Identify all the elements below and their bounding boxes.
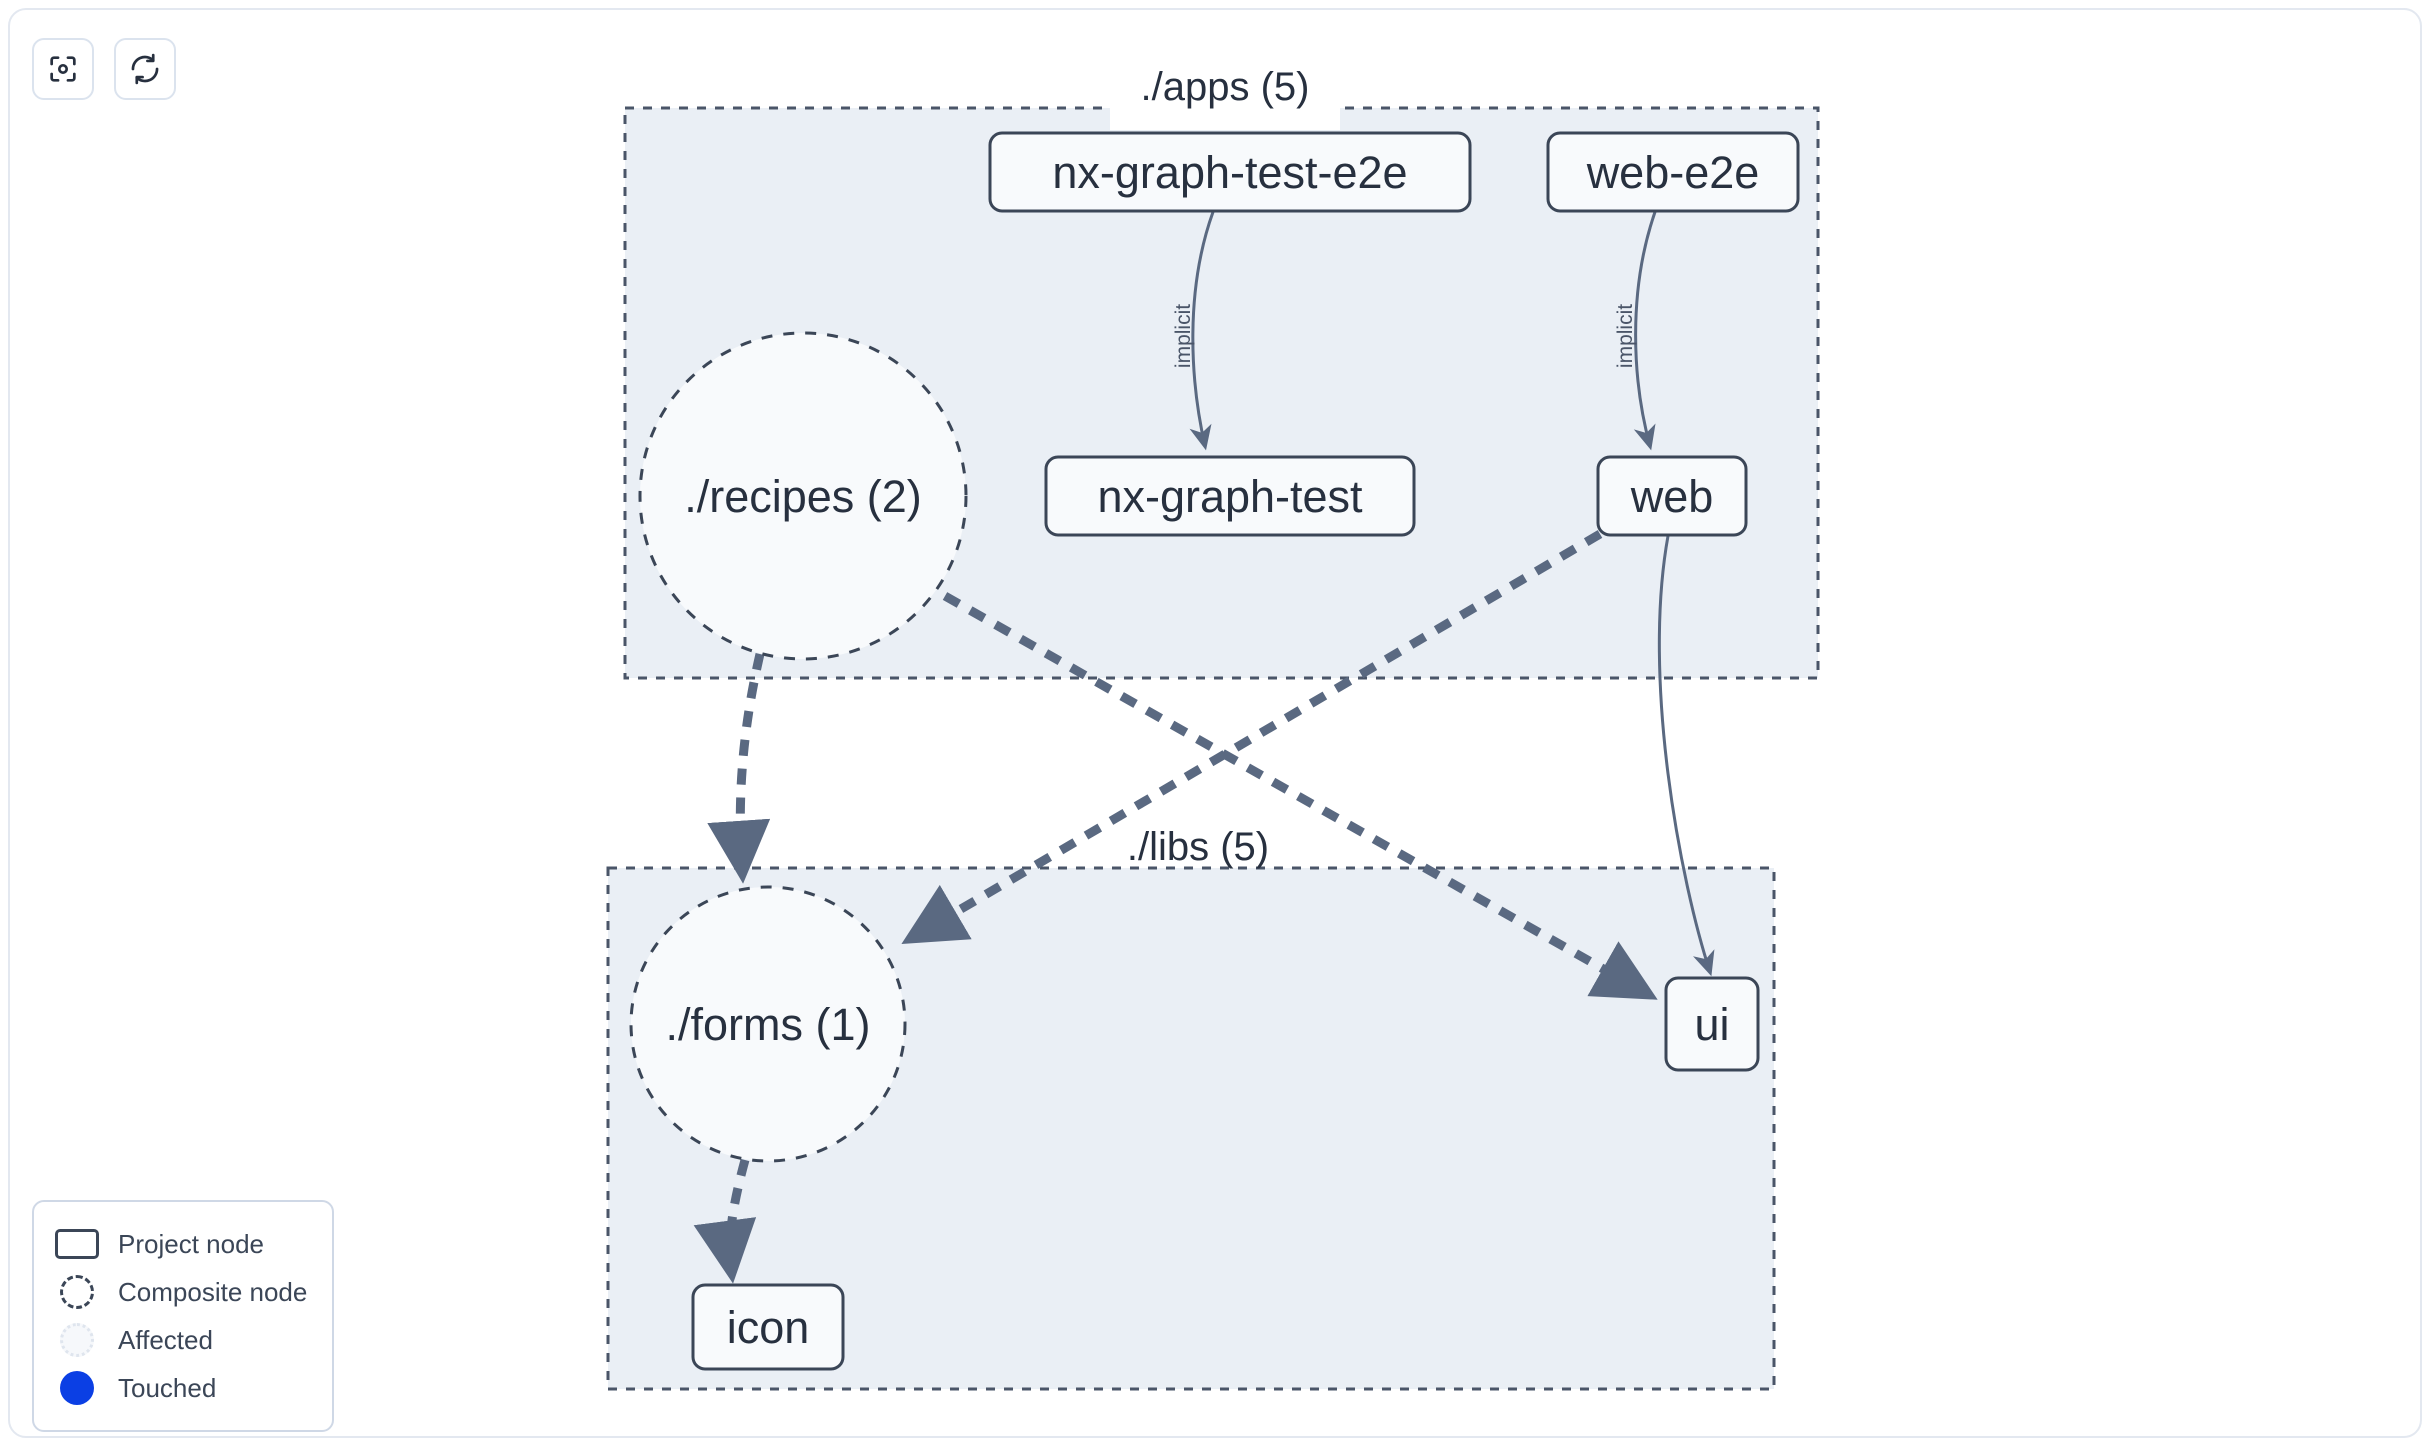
node-box[interactable] bbox=[1546, 131, 1800, 213]
project-node-swatch bbox=[54, 1229, 100, 1259]
edge-line bbox=[693, 1158, 757, 1284]
edge-label-implicit-1: implicit bbox=[1172, 304, 1195, 368]
edge-recipes-to-ui[interactable] bbox=[942, 592, 1658, 1000]
edge-label-implicit-2: implicit bbox=[1614, 304, 1637, 368]
refresh-icon bbox=[128, 52, 162, 86]
node-label: ui bbox=[1694, 999, 1729, 1050]
node-web[interactable]: web bbox=[1596, 455, 1748, 537]
node-forms[interactable]: ./forms (1) bbox=[629, 885, 907, 1163]
node-box[interactable] bbox=[691, 1283, 845, 1371]
node-nx-graph-test-e2e[interactable]: nx-graph-test-e2e bbox=[988, 131, 1472, 213]
node-box[interactable] bbox=[988, 131, 1472, 213]
edge-nx-graph-test-e2e-to-nx-graph-test[interactable]: implicit bbox=[1172, 211, 1215, 451]
group-libs-label: ./libs (5) bbox=[1127, 825, 1269, 869]
composite-node-swatch bbox=[54, 1275, 100, 1309]
node-label: web-e2e bbox=[1586, 147, 1760, 198]
node-box[interactable] bbox=[1664, 976, 1760, 1072]
node-label: web bbox=[1630, 471, 1714, 522]
node-recipes[interactable]: ./recipes (2) bbox=[638, 331, 968, 661]
edge-line bbox=[1189, 211, 1215, 451]
refresh-graph-button[interactable] bbox=[114, 38, 176, 100]
legend-label: Composite node bbox=[118, 1276, 308, 1307]
edge-web-to-ui[interactable] bbox=[1657, 535, 1715, 977]
composite-node-circle[interactable] bbox=[638, 331, 968, 661]
legend-label: Project node bbox=[118, 1228, 264, 1259]
legend-item-composite-node: Composite node bbox=[54, 1268, 312, 1316]
legend-item-affected: Affected bbox=[54, 1316, 312, 1364]
node-ui[interactable]: ui bbox=[1664, 976, 1760, 1072]
graph-edges: implicit implicit bbox=[693, 211, 1715, 1284]
edge-line bbox=[1633, 211, 1657, 451]
edge-forms-to-icon[interactable] bbox=[693, 1158, 757, 1284]
node-icon[interactable]: icon bbox=[691, 1283, 845, 1371]
legend-item-project-node: Project node bbox=[54, 1220, 312, 1268]
affected-node-swatch bbox=[54, 1323, 100, 1357]
node-label: icon bbox=[727, 1302, 810, 1353]
node-web-e2e[interactable]: web-e2e bbox=[1546, 131, 1800, 213]
focus-target-icon bbox=[46, 52, 80, 86]
edge-line bbox=[1657, 535, 1715, 977]
legend-label: Affected bbox=[118, 1324, 213, 1355]
graph-legend: Project node Composite node Affected Tou… bbox=[32, 1200, 334, 1432]
legend-label: Touched bbox=[118, 1372, 217, 1403]
node-label: ./forms (1) bbox=[665, 999, 870, 1050]
group-apps-label: ./apps (5) bbox=[1141, 65, 1310, 109]
touched-node-swatch bbox=[54, 1371, 100, 1405]
edge-line bbox=[707, 652, 771, 884]
composite-node-circle[interactable] bbox=[629, 885, 907, 1163]
group-apps-label-backdrop bbox=[1110, 88, 1340, 130]
node-box[interactable] bbox=[1044, 455, 1416, 537]
node-label: nx-graph-test-e2e bbox=[1052, 147, 1407, 198]
edge-line bbox=[942, 592, 1658, 1000]
focus-graph-button[interactable] bbox=[32, 38, 94, 100]
edge-recipes-to-forms[interactable] bbox=[707, 652, 771, 884]
node-label: nx-graph-test bbox=[1097, 471, 1363, 522]
node-nx-graph-test[interactable]: nx-graph-test bbox=[1044, 455, 1416, 537]
node-label: ./recipes (2) bbox=[684, 471, 922, 522]
legend-item-touched: Touched bbox=[54, 1364, 312, 1412]
graph-nodes: nx-graph-test-e2e web-e2e ./recipes (2) … bbox=[629, 131, 1800, 1371]
graph-toolbar bbox=[32, 38, 176, 100]
node-box[interactable] bbox=[1596, 455, 1748, 537]
edge-web-e2e-to-web[interactable]: implicit bbox=[1614, 211, 1657, 451]
